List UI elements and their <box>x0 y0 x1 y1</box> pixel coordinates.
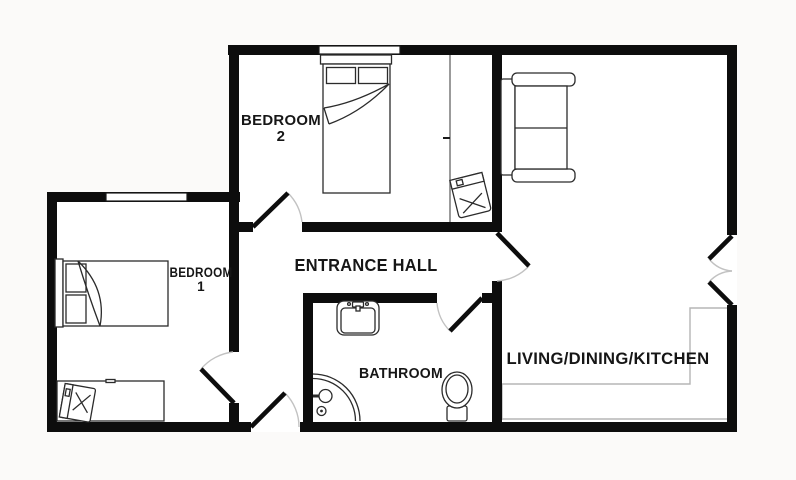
bed-pillow <box>325 66 357 85</box>
bedroom1-window-icon <box>105 192 188 202</box>
basin-tap-handle <box>346 301 352 307</box>
bed-sheet-fold <box>323 83 390 109</box>
windows <box>105 45 401 202</box>
bedroom2-label-line1: BEDROOM <box>241 112 321 129</box>
wall-segment-living-left-lower <box>492 281 502 432</box>
bed-sheet-fold <box>77 260 102 327</box>
shower-head <box>318 388 333 404</box>
door-leaf <box>495 231 531 268</box>
armchair-notch <box>455 178 465 187</box>
wall-segment-bottom-right <box>300 422 737 432</box>
wall-segment-bottom-left <box>47 422 251 432</box>
chair-cushion-lines <box>72 392 91 414</box>
hall-to-living-door-swing-icon <box>495 231 531 282</box>
armchair-cushion-lines <box>459 192 486 214</box>
bed-sheet-fold <box>328 83 390 125</box>
bed-pillow <box>65 294 87 324</box>
wall-segment-living-left-upper <box>492 45 502 232</box>
bedroom1-label-line1: BEDROOM <box>170 265 233 280</box>
bedroom2-nook-partition <box>443 55 451 222</box>
entrance-door-swing-icon <box>249 391 300 429</box>
entrance-hall-label: ENTRANCE HALL <box>295 255 438 275</box>
desk-chair-icon <box>58 382 97 423</box>
sofa-icon <box>500 72 576 183</box>
shower-screen-outer <box>312 373 361 422</box>
chair-notch <box>64 387 71 398</box>
bed-headboard <box>54 258 64 328</box>
bathroom-label: BATHROOM <box>359 366 443 382</box>
door-leaf <box>448 296 484 333</box>
wall-segment-bedroom2-bottom-left <box>229 222 253 232</box>
bedroom1-label-line2: 1 <box>197 279 205 294</box>
bed-pillow <box>357 66 389 85</box>
bedroom2-window-icon <box>318 45 401 55</box>
bedroom2-door-swing-icon <box>251 191 303 229</box>
shower-control-dot <box>320 409 323 413</box>
wall-segment-bathroom-top <box>303 293 437 303</box>
bed-sheet-fold <box>77 260 101 327</box>
wall-segment-right-upper <box>727 45 737 235</box>
wall-segment-bathroom-top-stub <box>482 293 502 303</box>
shower-screen-inner <box>312 377 357 422</box>
door-leaf <box>251 191 290 229</box>
toilet-icon <box>441 371 473 422</box>
door-leaf-lower <box>707 280 734 307</box>
door-arc <box>496 265 530 282</box>
room-labels: BEDROOM 2 BEDROOM 1 ENTRANCE HALL BATHRO… <box>170 112 710 382</box>
wall-segment-top <box>228 45 737 55</box>
wall-segment-bedroom1-door-stub <box>229 403 239 432</box>
door-leaf <box>249 391 287 429</box>
living-dining-kitchen-label: LIVING/DINING/KITCHEN <box>507 349 710 368</box>
sofa-armrest <box>511 72 576 87</box>
corner-shower-icon <box>312 373 361 422</box>
basin-spout <box>355 305 361 312</box>
door-leaf-upper <box>707 234 734 261</box>
wall-segment-bathroom-left <box>303 293 313 432</box>
basin-bowl <box>340 307 376 334</box>
room-floors <box>47 45 737 432</box>
wall-segment-right-lower <box>727 305 737 432</box>
bed-sheet-fold <box>323 107 330 125</box>
desk-notch <box>105 378 116 384</box>
armchair-icon <box>449 171 492 219</box>
bedroom1-door-swing-icon <box>199 351 236 405</box>
bedroom1-bed-icon <box>54 258 169 328</box>
wash-basin-icon <box>336 300 380 336</box>
door-arc <box>284 392 300 428</box>
bedroom2-label-line2: 2 <box>277 128 286 145</box>
wall-segment-bedroom2-bottom-right <box>302 222 502 232</box>
door-leaf <box>199 367 236 405</box>
sofa-backrest <box>500 78 516 176</box>
toilet-bowl-inner <box>445 374 469 404</box>
wall-segment-bedrooms-divider <box>229 45 239 352</box>
wall-segment-left <box>47 192 57 432</box>
bed-body <box>322 63 391 194</box>
living-double-door-swing-icon <box>707 234 734 307</box>
main-floor <box>229 45 737 432</box>
bathroom-door-swing-icon <box>436 296 484 333</box>
doors <box>199 191 734 429</box>
sofa-armrest <box>511 168 576 183</box>
bedroom2-bed-icon <box>319 54 393 194</box>
bed-headboard <box>319 54 393 65</box>
door-arc <box>200 351 234 370</box>
basin-tap-handle <box>364 301 370 307</box>
